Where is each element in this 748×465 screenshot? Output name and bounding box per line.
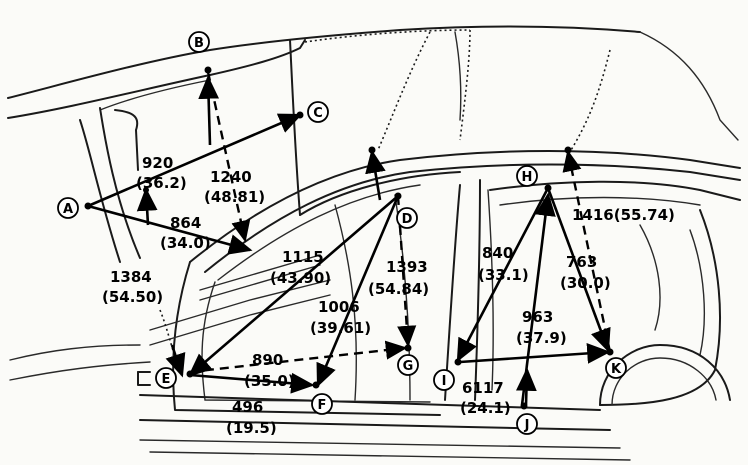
svg-text:G: G <box>403 359 414 374</box>
point-label-a: A <box>57 197 79 219</box>
measure-point-h-upper <box>564 146 572 154</box>
dim-h-j-in: (37.9) <box>516 329 567 347</box>
dim-i-k-in: (24.1) <box>460 399 511 417</box>
dim-b-c-mm: 1240 <box>210 168 252 186</box>
dimension-arrow-e-upper <box>165 344 186 378</box>
point-label-j: J <box>516 413 538 435</box>
dim-h-i-in: (33.1) <box>478 266 529 284</box>
dim-d-g-mm: 1393 <box>386 258 428 276</box>
svg-text:B: B <box>194 36 204 51</box>
dimension-line-i-k <box>459 343 611 364</box>
point-label-e: E <box>155 367 177 389</box>
dim-a-f-mm: 1384 <box>110 268 152 286</box>
dim-a-c-in: (36.2) <box>136 174 187 192</box>
measure-point-j <box>520 402 528 410</box>
svg-text:A: A <box>63 202 73 217</box>
dim-e-g-in: (35.0) <box>244 372 295 390</box>
dim-h-j-mm: 963 <box>522 308 553 326</box>
dim-a-e-mm: 864 <box>170 214 201 232</box>
dimension-line-k-h <box>562 149 612 353</box>
point-label-c: C <box>307 101 329 123</box>
point-label-b: B <box>188 31 210 53</box>
dim-d-f-mm: 1006 <box>318 298 360 316</box>
dimension-line-a-c <box>87 113 303 208</box>
measure-point-f <box>312 381 320 389</box>
point-label-g: G <box>397 354 419 376</box>
point-label-k: K <box>605 357 627 379</box>
dimension-line-h-k <box>546 187 611 353</box>
dimension-line-d-f <box>316 195 400 388</box>
dim-h-k-in: (30.0) <box>560 274 611 292</box>
point-label-f: F <box>311 393 333 415</box>
dim-i-k-mm: 6117 <box>462 379 504 397</box>
measure-point-e <box>186 370 194 378</box>
dimension-line-d-e <box>188 195 399 377</box>
svg-text:H: H <box>522 170 533 185</box>
measure-point-a <box>84 202 92 210</box>
dimension-line-b-c <box>206 71 251 243</box>
dimension-line-a-e <box>87 204 253 255</box>
dim-d-g-in: (54.84) <box>368 280 429 298</box>
svg-text:E: E <box>162 372 171 387</box>
point-label-d: D <box>396 207 418 229</box>
dim-a-e-in: (34.0) <box>160 234 211 252</box>
measure-point-b <box>204 66 212 74</box>
measure-point-h <box>544 184 552 192</box>
measure-point-g <box>404 344 412 352</box>
dim-d-f-in: (39.61) <box>310 319 371 337</box>
dim-e-f-in: (19.5) <box>226 419 277 437</box>
dim-a-f-in: (54.50) <box>102 288 163 306</box>
dimension-arrow-j <box>516 367 537 406</box>
svg-text:I: I <box>442 374 447 389</box>
dim-b-c-in: (48.81) <box>204 188 265 206</box>
svg-text:K: K <box>611 362 622 377</box>
dimension-arrow-d-up <box>365 149 386 201</box>
measure-point-d-upper <box>368 146 376 154</box>
dim-h-k-mm: 763 <box>566 253 597 271</box>
dimension-arrow-b <box>198 75 220 146</box>
dim-d-e-in: (43.90) <box>270 269 331 287</box>
point-label-h: H <box>516 165 538 187</box>
dimension-line-a-f <box>159 309 181 373</box>
dim-a-c-mm: 920 <box>142 154 173 172</box>
measure-point-i <box>454 358 462 366</box>
svg-text:J: J <box>524 418 530 433</box>
dimension-line-e-g <box>189 340 408 374</box>
dim-h-i-mm: 840 <box>482 244 513 262</box>
dimension-arrow-a-up <box>136 187 158 226</box>
measure-point-k <box>606 348 614 356</box>
measure-point-a-upper <box>143 187 149 193</box>
dimension-line-h-i <box>456 187 550 363</box>
dim-k-h: 1416(55.74) <box>572 206 675 224</box>
dim-d-e-mm: 1115 <box>282 248 324 266</box>
point-label-i: I <box>433 369 455 391</box>
dimension-line-d-g <box>396 195 417 348</box>
svg-text:D: D <box>402 212 413 227</box>
dim-e-f-mm: 496 <box>232 398 263 416</box>
measure-point-c <box>296 111 304 119</box>
svg-text:C: C <box>313 106 323 121</box>
dimension-line-e-f <box>189 372 315 394</box>
measure-point-d <box>394 192 402 200</box>
dim-e-g-mm: 890 <box>252 351 283 369</box>
svg-text:F: F <box>318 398 327 413</box>
